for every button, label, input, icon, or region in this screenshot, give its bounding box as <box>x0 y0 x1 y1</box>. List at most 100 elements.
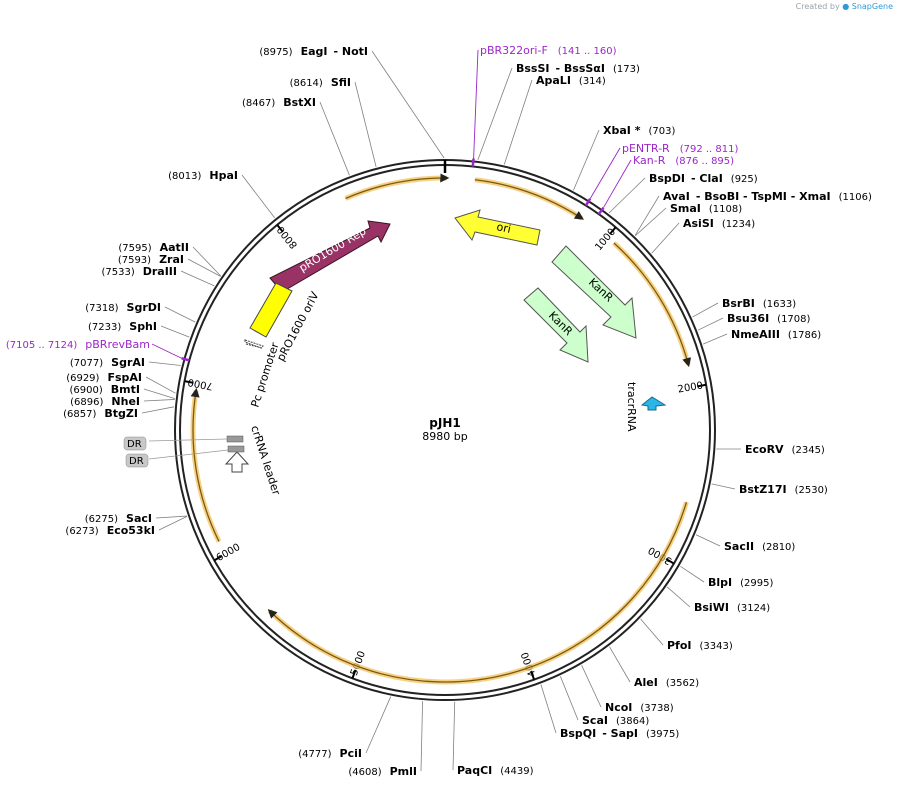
site-pcii[interactable]: (4777)PciI <box>298 747 362 760</box>
site-bsrbi[interactable]: BsrBI(1633) <box>722 297 796 310</box>
site-sgrai[interactable]: (7077)SgrAI <box>70 356 145 369</box>
site-label: (6275)SacI <box>85 512 152 525</box>
site-name: BspDI <box>649 172 685 185</box>
site-hpai[interactable]: (8013)HpaI <box>168 169 238 182</box>
site-bmti[interactable]: (6900)BmtI <box>70 383 140 396</box>
primer-pentrr[interactable]: pENTR-R(792 .. 811) <box>584 142 739 207</box>
site-bstxi[interactable]: (8467)BstXI <box>242 96 316 109</box>
site-name: ScaI <box>582 714 608 727</box>
site-sgrdi[interactable]: (7318)SgrDI <box>85 301 161 314</box>
site-position: (7593) <box>118 255 151 266</box>
feature-kanr-inner[interactable]: KanR <box>523 287 589 363</box>
site-sphi[interactable]: (7233)SphI <box>88 320 157 333</box>
site-position: (2810) <box>762 542 795 553</box>
site-bsu36i[interactable]: Bsu36I(1708) <box>727 312 811 325</box>
site-position: (6900) <box>70 385 103 396</box>
site-alei[interactable]: AleI(3562) <box>634 676 699 689</box>
site-aatii[interactable]: (7595)AatII <box>118 241 189 254</box>
site-name: BsiWI <box>694 601 729 614</box>
feature-kanr-outer[interactable]: KanR <box>551 245 637 339</box>
site-label: (8013)HpaI <box>168 169 238 182</box>
leader-line <box>371 50 445 159</box>
feature-pc-promoter[interactable]: Pc promoter <box>244 339 282 409</box>
site-fspai[interactable]: (6929)FspAI <box>66 371 142 384</box>
site-asisi[interactable]: AsiSI(1234) <box>683 217 755 230</box>
feature-ori[interactable]: ori <box>454 209 541 246</box>
primer-kanr[interactable]: Kan-R(876 .. 895) <box>597 154 734 215</box>
site-nhei[interactable]: (6896)NheI <box>70 395 140 408</box>
site-bsssi[interactable]: BssSI- BssSαI(173) <box>516 62 640 75</box>
site-eagi[interactable]: (8975)EagI- NotI <box>259 45 368 58</box>
site-bsiwi[interactable]: BsiWI(3124) <box>694 601 770 614</box>
feature-dr-1[interactable]: DR <box>123 435 244 451</box>
site-position: (1708) <box>777 314 810 325</box>
site-position: (2530) <box>795 485 828 496</box>
primer-mark <box>584 198 592 207</box>
site-name: AsiSI <box>683 217 714 230</box>
credit-prefix: Created by <box>795 2 840 11</box>
site-bspqi[interactable]: BspQI- SapI(3975) <box>560 727 679 740</box>
tick-label: 8000 <box>275 224 300 251</box>
site-draiii[interactable]: (7533)DraIII <box>101 265 177 278</box>
site-extra: - BssSαI <box>556 62 605 75</box>
leader-line <box>141 406 175 414</box>
site-position: (6896) <box>70 397 103 408</box>
site-paqci[interactable]: PaqCI(4439) <box>457 764 534 777</box>
site-sfii[interactable]: (8614)SfiI <box>290 76 351 89</box>
feature-pro1600-oriv[interactable]: pRO1600 oriV <box>249 282 322 363</box>
site-position: (3738) <box>640 703 673 714</box>
site-apali[interactable]: ApaLI(314) <box>536 74 606 87</box>
leader-line <box>697 317 724 331</box>
site-btgzi[interactable]: (6857)BtgZI <box>63 407 138 420</box>
primer-pbrrevbam[interactable]: (7105 .. 7124)pBRrevBam <box>6 338 190 362</box>
site-name: PaqCI <box>457 764 492 777</box>
site-blpi[interactable]: BlpI(2995) <box>708 576 773 589</box>
orf-arc-line <box>474 179 584 220</box>
orf-arcs <box>190 173 692 685</box>
site-pfoi[interactable]: PfoI (3343) <box>667 639 733 652</box>
site-bstz17i[interactable]: BstZ17I (2530) <box>739 483 828 496</box>
site-name: NcoI <box>605 701 632 714</box>
site-eco53ki[interactable]: (6273)Eco53kI <box>65 524 155 537</box>
leader-line <box>365 696 392 754</box>
site-position: (2345) <box>792 445 825 456</box>
site-smai[interactable]: SmaI(1108) <box>670 202 742 215</box>
site-pmli[interactable]: (4608)PmlI <box>348 765 417 778</box>
site-bspdi[interactable]: BspDI- ClaI(925) <box>649 172 758 185</box>
site-name: PmlI <box>390 765 417 778</box>
leader-line <box>581 665 602 708</box>
site-zrai[interactable]: (7593)ZraI <box>118 253 184 266</box>
site-scai[interactable]: ScaI(3864) <box>582 714 649 727</box>
site-position: (7233) <box>88 322 121 333</box>
site-sacii[interactable]: SacII(2810) <box>724 540 795 553</box>
primer-label: pENTR-R(792 .. 811) <box>622 142 738 155</box>
site-name: ApaLI <box>536 74 571 87</box>
site-ecorv[interactable]: EcoRV(2345) <box>745 443 825 456</box>
tick-mark <box>665 558 675 565</box>
site-saci[interactable]: (6275)SacI <box>85 512 152 525</box>
tick-mark <box>276 224 284 233</box>
site-label: (6896)NheI <box>70 395 140 408</box>
site-name: FspAI <box>107 371 142 384</box>
leader-line <box>187 258 221 277</box>
tick-mark <box>184 380 194 384</box>
primer-pbr322orif[interactable]: pBR322ori-F(141 .. 160) <box>471 44 617 167</box>
site-avai[interactable]: AvaI- BsoBI - TspMI - XmaI(1106) <box>663 190 872 203</box>
feature-crrna-leader[interactable]: crRNA leader <box>224 424 283 497</box>
site-position: (3975) <box>646 729 679 740</box>
feature-pc-promoter-label: Pc promoter <box>248 341 281 409</box>
feature-tracrrna[interactable]: tracrRNA <box>625 382 667 432</box>
site-position: (7595) <box>118 243 151 254</box>
feature-dr-2[interactable]: DR <box>125 445 245 468</box>
site-name: PfoI <box>667 639 692 652</box>
site-extra: - BsoBI - TspMI - XmaI <box>696 190 831 203</box>
site-xbai[interactable]: XbaI *(703) <box>603 124 675 137</box>
site-name: BstZ17I <box>739 483 787 496</box>
site-label: BsrBI(1633) <box>722 297 796 310</box>
site-ncoi[interactable]: NcoI (3738) <box>605 701 674 714</box>
site-position: (3343) <box>700 641 733 652</box>
site-label: (7318)SgrDI <box>85 301 161 314</box>
site-nmeaiii[interactable]: NmeAIII(1786) <box>731 328 821 341</box>
site-extra: - ClaI <box>691 172 723 185</box>
